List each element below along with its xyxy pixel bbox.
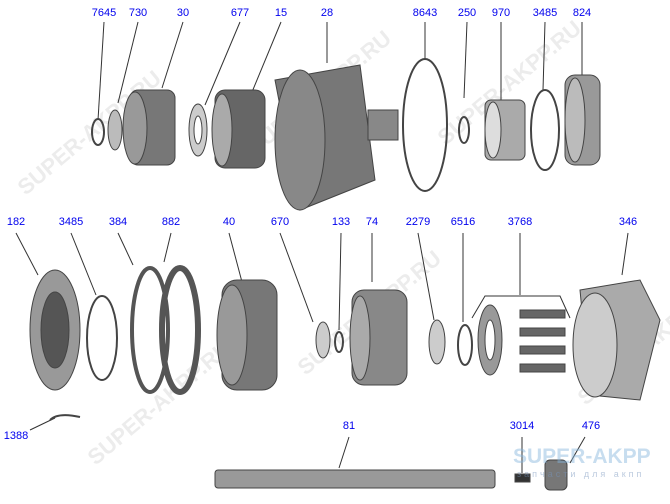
callout-15: 15 bbox=[274, 7, 288, 19]
callout-3485b: 3485 bbox=[58, 216, 84, 228]
callout-74: 74 bbox=[365, 216, 379, 228]
callout-133: 133 bbox=[331, 216, 351, 228]
callout-8643: 8643 bbox=[412, 7, 438, 19]
parts bbox=[29, 58, 661, 491]
callout-882: 882 bbox=[161, 216, 181, 228]
callout-3768: 3768 bbox=[507, 216, 533, 228]
callout-730: 730 bbox=[128, 7, 148, 19]
callout-30: 30 bbox=[176, 7, 190, 19]
callout-384: 384 bbox=[108, 216, 128, 228]
callout-81: 81 bbox=[342, 420, 356, 432]
callout-3485a: 3485 bbox=[532, 7, 558, 19]
callout-1388: 1388 bbox=[3, 430, 29, 442]
logo-tagline: запчасти для акпп bbox=[517, 469, 645, 479]
callout-7645: 7645 bbox=[91, 7, 117, 19]
callout-182: 182 bbox=[6, 216, 26, 228]
callout-677: 677 bbox=[230, 7, 250, 19]
callout-2279: 2279 bbox=[405, 216, 431, 228]
callout-28: 28 bbox=[320, 7, 334, 19]
callout-970: 970 bbox=[491, 7, 511, 19]
callout-346: 346 bbox=[618, 216, 638, 228]
callout-824: 824 bbox=[572, 7, 592, 19]
leader-lines bbox=[15, 21, 629, 473]
callout-670: 670 bbox=[270, 216, 290, 228]
callout-6516: 6516 bbox=[450, 216, 476, 228]
callout-40: 40 bbox=[222, 216, 236, 228]
callout-476: 476 bbox=[581, 420, 601, 432]
callout-3014: 3014 bbox=[509, 420, 535, 432]
callout-250: 250 bbox=[457, 7, 477, 19]
logo: SUPER-AKPP bbox=[513, 445, 651, 468]
